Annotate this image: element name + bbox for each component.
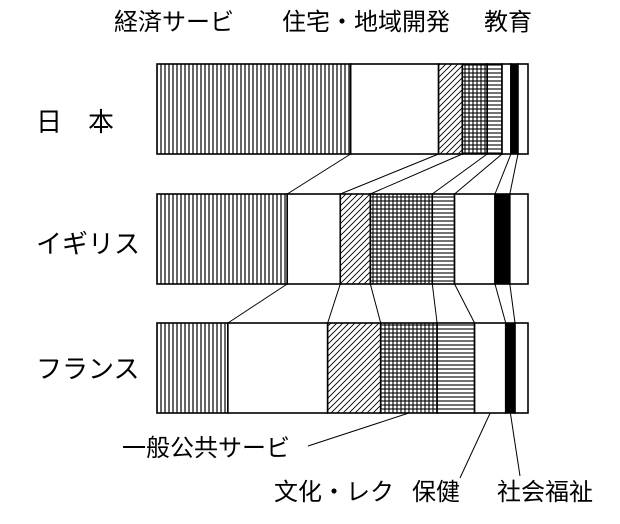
bar-segment-r2-s3: [379, 322, 438, 414]
bar-segment-r0-s7: [517, 63, 529, 155]
connector-r1-b4: [431, 283, 438, 324]
label-culture-recreation: 文化・レク: [274, 478, 394, 506]
bar-segment-r2-s5: [473, 322, 507, 414]
label-health: 保健: [412, 478, 460, 506]
label-economic-services: 経済サービ: [114, 8, 234, 36]
connector-r1-b6: [494, 283, 507, 324]
label-housing-development: 住宅・地域開発: [282, 8, 450, 36]
connector-r1-b3: [369, 283, 382, 324]
bar-segment-r1-s2: [339, 193, 372, 285]
bar-segment-r2-s1: [227, 322, 329, 414]
bar-segment-r2-s6: [504, 322, 516, 414]
bar-segment-r1-s6: [494, 193, 511, 285]
bar-segment-r0-s1: [349, 63, 440, 155]
bar-segment-r1-s4: [431, 193, 456, 285]
connector-r0-b7: [509, 153, 519, 195]
connector-r1-b1: [227, 283, 288, 324]
bar-segment-r0-s2: [437, 63, 464, 155]
bar-segment-r0-s0: [156, 63, 352, 155]
bar-segment-r2-s0: [156, 322, 229, 414]
connector-r1-b5: [454, 283, 476, 324]
connector-r0-b1: [286, 153, 351, 195]
connector-r0-b2: [340, 153, 439, 195]
callout-line-1: [459, 412, 491, 479]
label-education: 教育: [484, 8, 532, 36]
bar-segment-r0-s3: [461, 63, 488, 155]
label-general-public-services: 一般公共サービ: [122, 434, 290, 462]
callout-line-2: [509, 412, 521, 477]
bar-segment-r0-s5: [501, 63, 512, 155]
label-social-welfare: 社会福祉: [497, 478, 593, 506]
connector-lines: [227, 153, 519, 324]
bar-segment-r0-s6: [510, 63, 519, 155]
bar-segment-r2-s4: [436, 322, 476, 414]
bar-segment-r2-s7: [514, 322, 529, 414]
connector-r0-b3: [370, 153, 463, 195]
bar-segment-r1-s7: [509, 193, 529, 285]
connector-r1-b7: [509, 283, 516, 324]
bar-segment-r1-s1: [286, 193, 342, 285]
bar-segment-r1-s0: [156, 193, 289, 285]
bar-segment-r1-s3: [369, 193, 434, 285]
callout-lines: [307, 412, 521, 479]
connector-r0-b5: [454, 153, 503, 195]
country-label-japan: 日 本: [36, 108, 114, 138]
connector-r0-b4: [431, 153, 488, 195]
country-label-uk: イギリス: [36, 230, 140, 260]
connector-r0-b6: [494, 153, 512, 195]
bar-segment-r1-s5: [453, 193, 496, 285]
bars-group: [156, 63, 529, 414]
callout-line-0: [307, 412, 410, 447]
country-label-france: フランス: [36, 355, 139, 385]
bar-segment-r2-s2: [326, 322, 382, 414]
connector-r1-b2: [327, 283, 341, 324]
bar-segment-r0-s4: [486, 63, 503, 155]
